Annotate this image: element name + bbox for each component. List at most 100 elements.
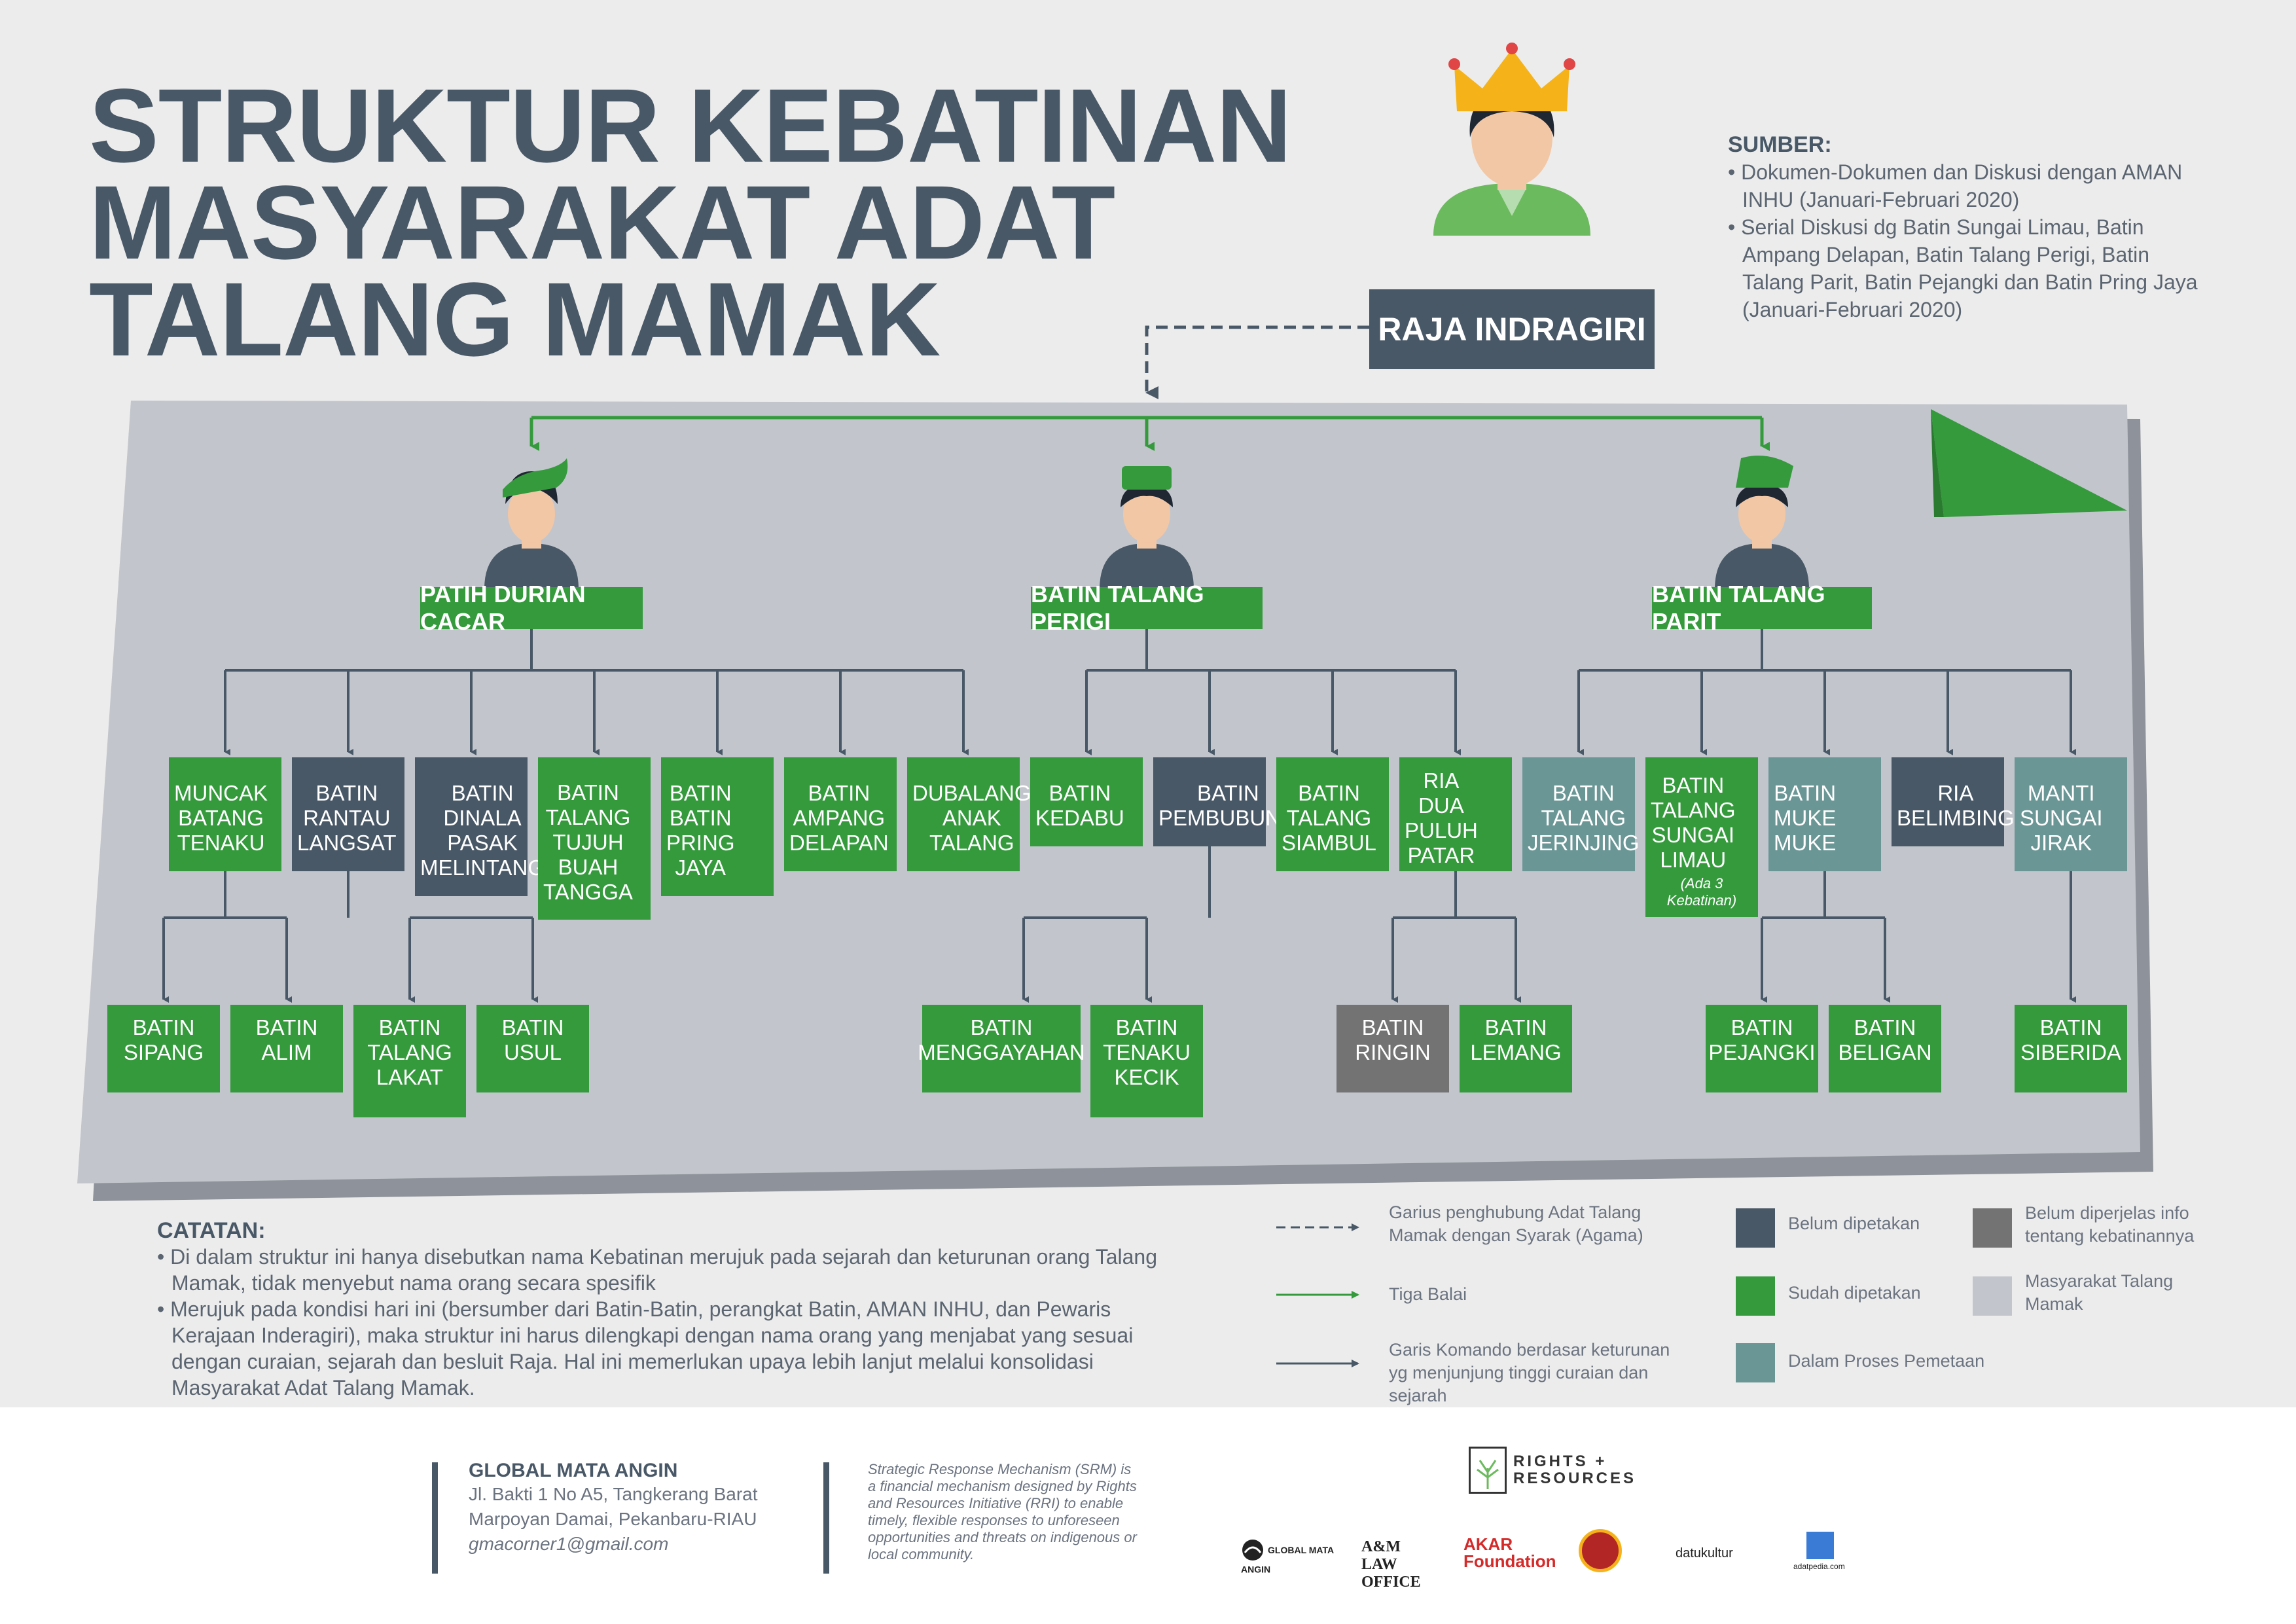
partner-seal-icon [1579, 1529, 1622, 1572]
level1-node-note: (Ada 3 Kebatinan) [1666, 875, 1737, 909]
legend-label-sudah: Sudah dipetakan [1788, 1283, 1921, 1303]
adatpedia-logo-icon [1806, 1532, 1834, 1559]
head-batin-talang-parit: BATIN TALANG PARIT [1652, 581, 1872, 635]
notes-block: CATATAN: • Di dalam struktur ini hanya d… [157, 1218, 1178, 1401]
legend-swatch-belum [1736, 1208, 1775, 1248]
footer-divider [432, 1462, 438, 1574]
patih-figure-icon [484, 458, 579, 589]
legend-green-label: Tiga Balai [1389, 1284, 1467, 1304]
partner-logo-am: A&M LAW OFFICE [1361, 1538, 1421, 1591]
legend-label-proses: Dalam Proses Pemetaan [1788, 1351, 1985, 1371]
page-title: STRUKTUR KEBATINAN MASYARAKAT ADAT TALAN… [89, 67, 1365, 378]
notes-item: • Di dalam struktur ini hanya disebutkan… [157, 1245, 1158, 1295]
footer-org-name: GLOBAL MATA ANGIN [469, 1460, 678, 1481]
head-batin-talang-perigi: BATIN TALANG PERIGI [1031, 581, 1263, 635]
sources-item: • Dokumen-Dokumen dan Diskusi dengan AMA… [1728, 160, 2183, 211]
footer-address-line: Jl. Bakti 1 No A5, Tangkerang Barat [469, 1484, 758, 1504]
footer-email: gmacorner1@gmail.com [469, 1534, 669, 1554]
title-line-3: TALANG MAMAK [89, 261, 941, 378]
panel-fold-corner [1931, 409, 2127, 517]
legend-label-masyarakat: Masyarakat Talang Mamak [2025, 1271, 2174, 1314]
legend-swatch-info [1973, 1208, 2012, 1248]
partner-logo-adatpedia: adatpedia.com [1793, 1562, 1845, 1571]
title-line-1: STRUKTUR KEBATINAN [89, 67, 1292, 184]
footer-address-line: Marpoyan Damai, Pekanbaru-RIAU [469, 1509, 757, 1529]
footer: GLOBAL MATA ANGIN Jl. Bakti 1 No A5, Tan… [0, 1407, 2296, 1624]
partner-logo-gma: GLOBAL MATA ANGIN [1241, 1538, 1339, 1574]
sources-heading: SUMBER: [1728, 132, 1832, 157]
rri-logo-icon [1469, 1447, 1507, 1494]
legend-label-info: Belum diperjelas info tentang kebatinann… [2025, 1203, 2195, 1246]
sources-block: SUMBER: • Dokumen-Dokumen dan Diskusi de… [1728, 131, 2199, 323]
sources-item: • Serial Diskusi dg Batin Sungai Limau, … [1728, 215, 2198, 321]
partner-logo-datukultur: datukultur [1676, 1546, 1733, 1561]
legend-command-label: Garis Komando berdasar keturunan yg menj… [1389, 1340, 1670, 1405]
panel-fold-shadow [1931, 409, 1944, 517]
head-patih-durian-cacar: PATIH DURIAN CACAR [420, 581, 643, 635]
partner-logo-akar: AKAR Foundation [1463, 1534, 1556, 1571]
footer-contact: GLOBAL MATA ANGIN Jl. Bakti 1 No A5, Tan… [469, 1460, 809, 1557]
legend-line-samples [1276, 1223, 1359, 1367]
batin-parit-figure-icon [1715, 456, 1809, 589]
rri-logo-text: RIGHTS + RESOURCES [1513, 1453, 1637, 1487]
footer-srm-text: Strategic Response Mechanism (SRM) is a … [868, 1461, 1137, 1562]
legend-swatch-sudah [1736, 1276, 1775, 1316]
title-line-2: MASYARAKAT ADAT [89, 164, 1115, 281]
legend-swatch-masyarakat [1973, 1276, 2012, 1316]
notes-heading: CATATAN: [157, 1218, 266, 1243]
legend-label-belum: Belum dipetakan [1788, 1214, 1920, 1233]
syarak-dashed-link [1145, 325, 1369, 399]
org-chart-canvas [77, 325, 2153, 1201]
raja-figure-icon [1433, 43, 1590, 236]
legend-swatch-proses [1736, 1343, 1775, 1382]
